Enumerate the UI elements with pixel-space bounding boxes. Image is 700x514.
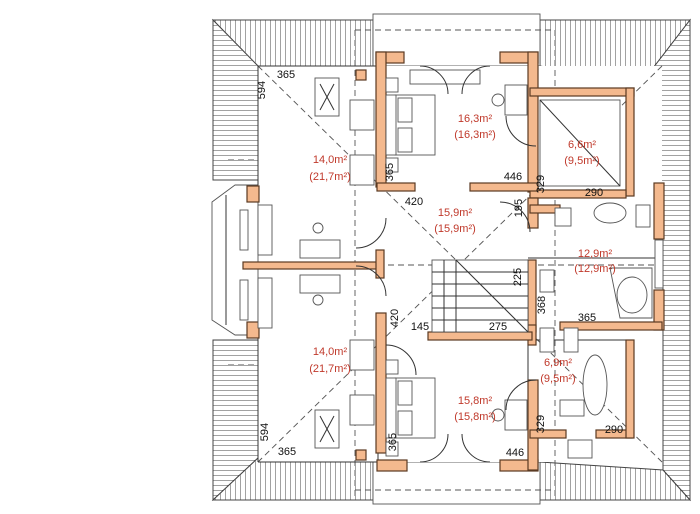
shower-tray	[567, 439, 593, 459]
bed-headboard	[385, 377, 397, 439]
pillow	[397, 97, 413, 123]
bidet	[563, 327, 579, 353]
desk	[504, 84, 528, 116]
room-usable-bathroom-top: (9,5m²)	[564, 155, 599, 167]
washbasin	[559, 399, 585, 417]
skylight	[314, 409, 340, 449]
wall	[469, 182, 539, 192]
dimension-label: 329	[535, 415, 547, 433]
toilet	[635, 204, 651, 228]
dimension-label: 225	[512, 268, 524, 286]
toilet	[539, 327, 555, 353]
wall	[355, 449, 367, 461]
dimension-label: 420	[405, 196, 423, 208]
staircase	[431, 259, 529, 333]
pillow	[397, 127, 413, 153]
nightstand	[385, 157, 399, 173]
bathtub	[582, 354, 608, 416]
shelf	[257, 204, 273, 256]
dimension-label: 195	[513, 199, 525, 217]
nightstand	[385, 359, 399, 375]
dimension-label: 365	[387, 433, 399, 451]
room-area-hall: 15,9m²	[438, 207, 473, 219]
wall	[527, 51, 539, 193]
washbasin	[593, 202, 627, 224]
dimension-label: 446	[504, 171, 522, 183]
chair	[491, 93, 505, 107]
pillow	[397, 410, 413, 436]
dimension-label: 365	[278, 446, 296, 458]
nightstand	[385, 77, 399, 93]
table	[299, 274, 341, 294]
dimension-label: 365	[277, 69, 295, 81]
table	[299, 239, 341, 259]
room-area-bathroom-top: 6,6m²	[568, 139, 596, 151]
dimension-label: 329	[535, 175, 547, 193]
dimension-label: 594	[259, 423, 271, 441]
wall	[246, 185, 260, 203]
wall	[529, 87, 635, 97]
dimension-label: 420	[389, 309, 401, 327]
shelf	[257, 277, 273, 329]
wall	[246, 321, 260, 339]
room-area-bedroom-top: 16,3m²	[458, 113, 493, 125]
wall	[559, 321, 663, 331]
toilet	[539, 269, 555, 293]
room-area-bottom-left: 14,0m²	[313, 346, 348, 358]
cabinet	[349, 154, 375, 186]
chair	[312, 222, 324, 234]
wall	[375, 249, 385, 279]
wall	[355, 69, 367, 81]
wall	[625, 339, 635, 439]
bed-headboard	[385, 94, 397, 156]
dimension-label: 290	[605, 424, 623, 436]
dimension-label: 275	[489, 321, 507, 333]
chair	[491, 408, 505, 422]
wall	[376, 182, 416, 192]
bidet	[554, 207, 572, 227]
dimension-label: 365	[578, 312, 596, 324]
desk	[349, 99, 375, 131]
dimension-label: 594	[256, 81, 268, 99]
pillow	[397, 380, 413, 406]
wall	[625, 87, 635, 197]
bay-window	[211, 184, 259, 336]
walls	[242, 51, 665, 472]
furniture	[257, 69, 653, 459]
desk	[504, 399, 528, 431]
wall	[529, 189, 627, 199]
desk	[349, 394, 375, 426]
room-usable-bedroom-top: (16,3m²)	[454, 129, 496, 141]
room-usable-bathroom-bottom: (9,5m²)	[540, 373, 575, 385]
chair	[312, 294, 324, 306]
room-usable-bedroom-bottom: (15,8m²)	[454, 411, 496, 423]
room-usable-bathroom-main: (12,9m²)	[574, 263, 616, 275]
wall	[427, 331, 533, 341]
nightstand	[385, 441, 399, 457]
wall	[653, 182, 665, 240]
doors	[355, 65, 537, 463]
windows	[239, 209, 664, 321]
wardrobe	[409, 69, 481, 85]
wall	[376, 459, 408, 472]
dimension-label: 145	[411, 321, 429, 333]
dimension-label: 290	[585, 187, 603, 199]
cabinet	[349, 339, 375, 371]
wall	[242, 261, 384, 270]
dimension-label: 368	[536, 296, 548, 314]
room-usable-bottom-left: (21,7m²)	[309, 363, 351, 375]
wall	[527, 259, 537, 333]
room-area-top-left: 14,0m²	[313, 154, 348, 166]
room-usable-hall: (15,9m²)	[434, 223, 476, 235]
dimension-label: 365	[384, 163, 396, 181]
dimension-label: 446	[506, 447, 524, 459]
room-area-bedroom-bottom: 15,8m²	[458, 395, 493, 407]
wall	[375, 312, 387, 454]
room-usable-top-left: (21,7m²)	[309, 171, 351, 183]
room-area-bathroom-main: 12,9m²	[578, 248, 613, 260]
room-area-bathroom-bottom: 6,9m²	[544, 357, 572, 369]
wall	[529, 429, 567, 439]
